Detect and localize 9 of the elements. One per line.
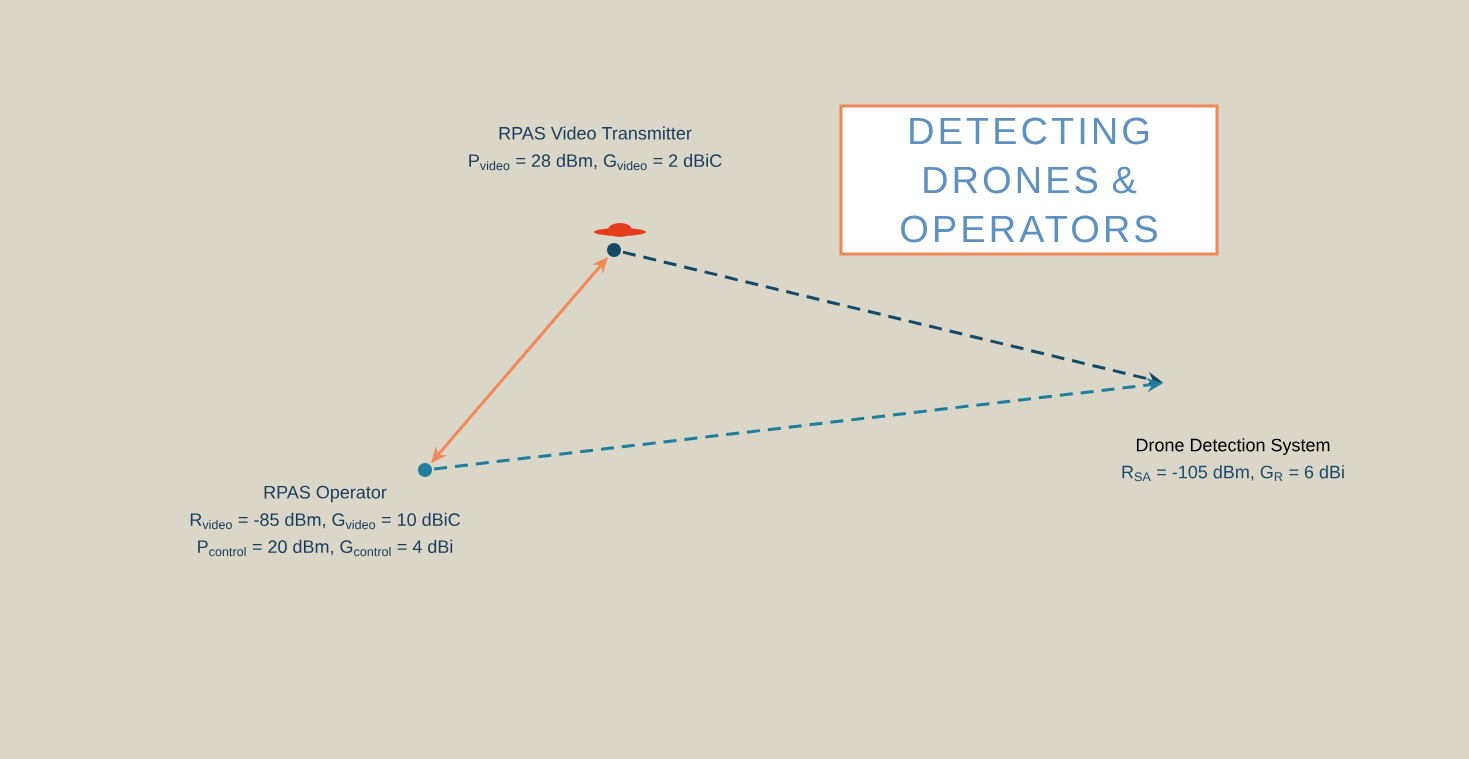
- location-dot: [418, 463, 432, 477]
- location-dot: [607, 243, 621, 257]
- annotation-text: R$_{video}$ = -85 dBm, G$_{video}$ = 10 dBiC: [190, 512, 460, 530]
- title-box: DETECTING DRONES & OPERATORS: [839, 104, 1219, 256]
- annotation-text: P$_{video}$ = 28 dBm, G$_{video}$ = 2 dBiC: [469, 153, 722, 171]
- annotation-text: RPAS Video Transmitter: [499, 126, 692, 140]
- annotation-text: RPAS Operator: [264, 485, 387, 503]
- system-label: Drone Detection System R$_{SA}$ = -105 dBm, G$_{R}$ = 6 dBi: [1122, 438, 1344, 482]
- annotation-text: P$_{control}$ = 20 dBm, G$_{control}$ = 4 dBi: [198, 539, 453, 557]
